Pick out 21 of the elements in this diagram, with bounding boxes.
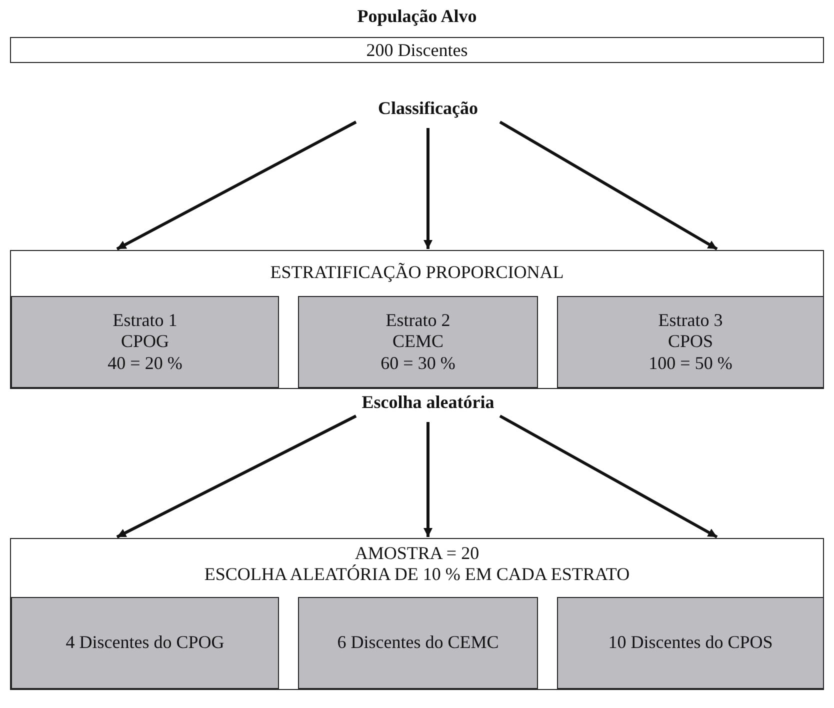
arrow	[116, 414, 357, 538]
arrow	[424, 128, 432, 249]
stratum-box: Estrato 1 CPOG 40 = 20 %	[11, 296, 279, 388]
panel-heading: ESCOLHA ALEATÓRIA DE 10 % EM CADA ESTRATO	[203, 564, 631, 585]
panel-heading: ESTRATIFICAÇÃO PROPORCIONAL	[269, 262, 565, 283]
stratification-panel	[10, 538, 824, 690]
heading: População Alvo	[356, 6, 478, 27]
stratification-panel	[10, 250, 824, 389]
step-heading: Escolha aleatória	[290, 392, 566, 416]
stratum-box: 10 Discentes do CPOS	[557, 597, 824, 689]
stratum-box: 4 Discentes do CPOG	[11, 597, 279, 689]
stratum-box: 6 Discentes do CEMC	[298, 597, 538, 689]
arrow	[116, 120, 357, 250]
panel-heading: AMOSTRA = 20	[354, 543, 480, 564]
arrow	[499, 414, 718, 538]
stratum-box: Estrato 2 CEMC 60 = 30 %	[298, 296, 538, 388]
step-heading: Classificação	[290, 98, 566, 122]
arrow	[424, 422, 432, 537]
stratum-box: Estrato 3 CPOS 100 = 50 %	[557, 296, 824, 388]
panel-heading: 200 Discentes	[365, 40, 469, 61]
arrow	[499, 120, 718, 250]
